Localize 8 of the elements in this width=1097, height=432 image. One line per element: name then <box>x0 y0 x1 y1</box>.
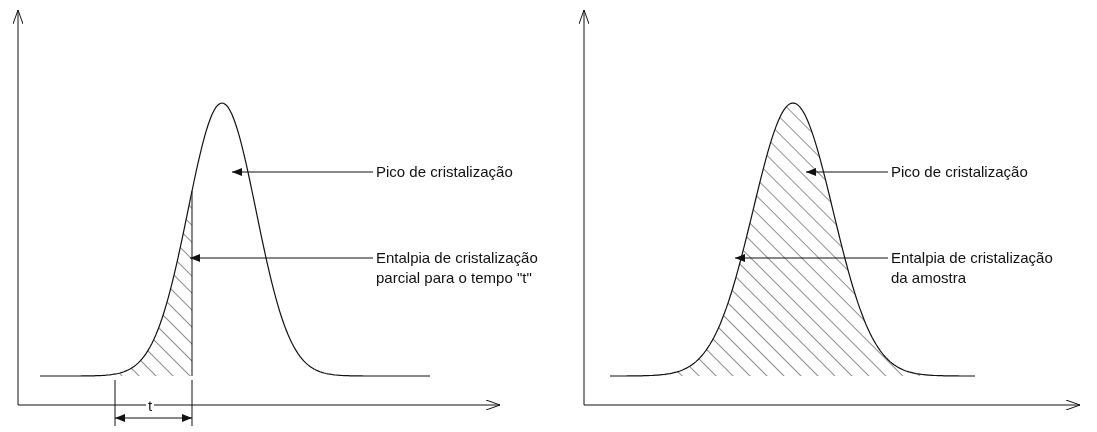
leader-line <box>231 168 374 176</box>
leader-line <box>734 254 889 262</box>
annotation-text: Entalpia de cristalização da amostra <box>891 248 1071 288</box>
leader-line <box>805 168 889 176</box>
annotation-text: Pico de cristalização <box>376 162 576 182</box>
leader-line <box>189 254 374 262</box>
annotation-text: Pico de cristalização <box>891 162 1091 182</box>
annotation-text: Entalpia de cristalização parcial para o tempo "t" <box>376 248 586 288</box>
